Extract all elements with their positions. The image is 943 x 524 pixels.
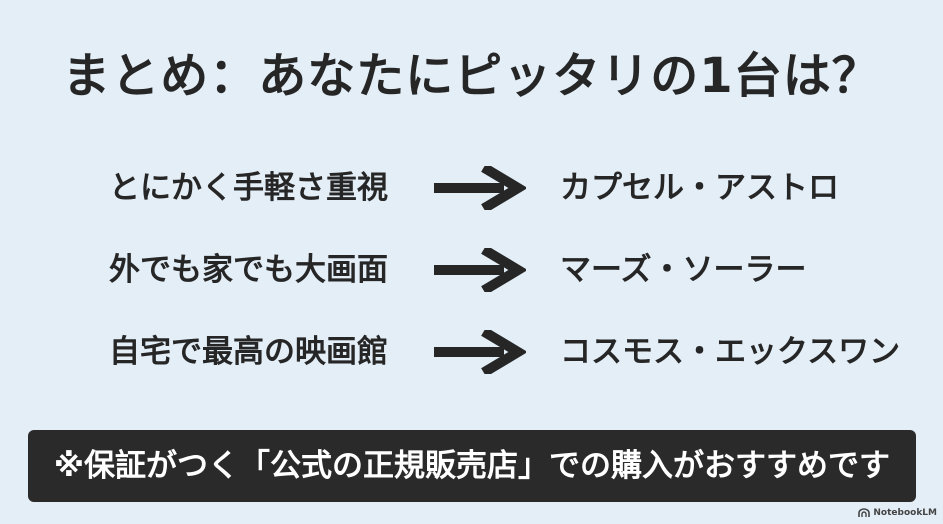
recommendation-row: 自宅で最高の映画館 コスモス・エックスワン: [0, 324, 943, 380]
recommendation-row: 外でも家でも大画面 マーズ・ソーラー: [0, 242, 943, 298]
product-label: カプセル・アストロ: [560, 170, 839, 206]
need-label: 自宅で最高の映画館: [109, 334, 388, 370]
recommendation-row: とにかく手軽さ重視 カプセル・アストロ: [0, 160, 943, 216]
purchase-note-banner: ※保証がつく「公式の正規販売店」での購入がおすすめです: [28, 430, 916, 502]
page-title: まとめ：あなたにピッタリの1台は？: [62, 48, 881, 104]
product-label: マーズ・ソーラー: [560, 252, 807, 288]
product-label: コスモス・エックスワン: [560, 334, 901, 370]
need-label: 外でも家でも大画面: [109, 252, 388, 288]
right-arrow-icon: [434, 330, 526, 374]
purchase-note-text: ※保証がつく「公式の正規販売店」での購入がおすすめです: [53, 448, 891, 484]
notebooklm-watermark: NotebookLM: [858, 506, 937, 520]
right-arrow-icon: [434, 166, 526, 210]
right-arrow-icon: [434, 248, 526, 292]
watermark-label: NotebookLM: [873, 508, 937, 518]
need-label: とにかく手軽さ重視: [109, 170, 388, 206]
notebooklm-logo-icon: [858, 508, 871, 517]
